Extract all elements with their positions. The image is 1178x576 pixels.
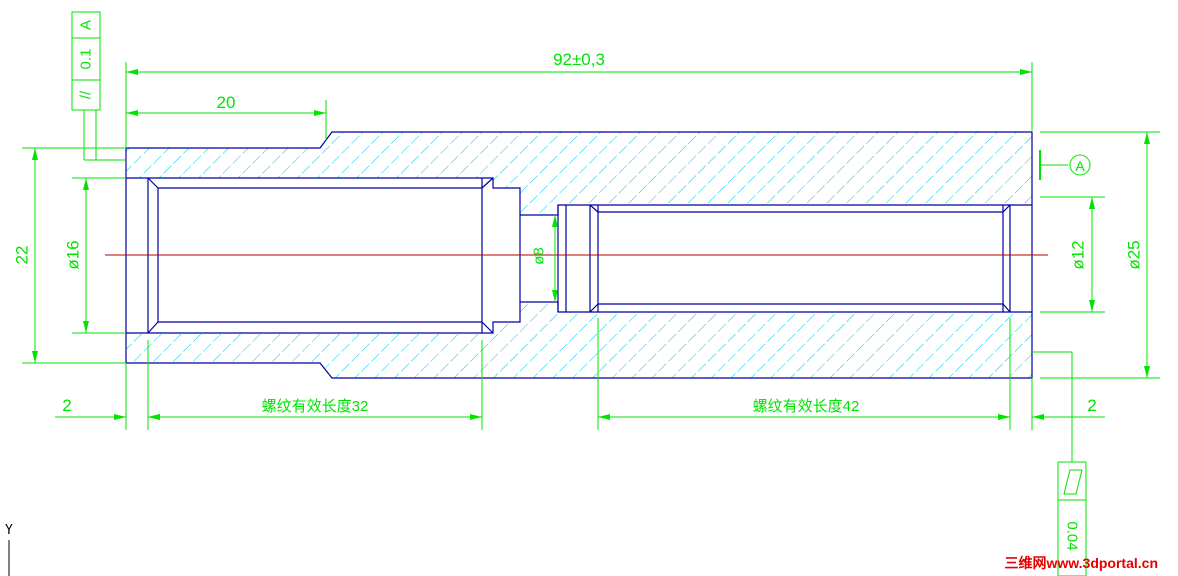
outer-diameter: ø25: [1125, 240, 1144, 269]
right-chamfer-dimension: 2: [1087, 396, 1096, 415]
parallelism-datum-ref: A: [78, 20, 95, 30]
height-dimension: 22: [13, 246, 32, 265]
left-chamfer-dimension: 2: [62, 396, 71, 415]
datum-label: A: [1075, 158, 1085, 174]
cylindricity-tolerance-frame: 0.04: [1057, 461, 1087, 576]
parallelism-tolerance-value: 0.1: [78, 49, 95, 70]
parallelism-symbol: //: [78, 90, 95, 99]
neck-diameter: ø8: [531, 247, 548, 265]
overall-length-dimension: 92±0,3: [553, 50, 605, 69]
watermark: 三维网www.3dportal.cn: [1005, 555, 1159, 571]
ucs-axis-indicator: Y: [5, 523, 13, 576]
y-axis-label: Y: [5, 523, 13, 538]
step-length-dimension: 20: [217, 93, 236, 112]
parallelism-tolerance-frame: A 0.1 //: [71, 11, 101, 111]
section-hatch: [126, 132, 1032, 378]
cylindricity-icon: [1063, 469, 1083, 495]
cylindricity-tolerance-value: 0.04: [1064, 521, 1081, 550]
left-thread-length: 螺纹有效长度32: [262, 398, 369, 415]
left-bore-diameter: ø16: [64, 240, 83, 269]
dimension-lines: [22, 62, 1160, 462]
right-bore-diameter: ø12: [1069, 240, 1088, 269]
right-thread-length: 螺纹有效长度42: [753, 398, 860, 415]
datum-a-symbol: A: [1069, 154, 1091, 176]
